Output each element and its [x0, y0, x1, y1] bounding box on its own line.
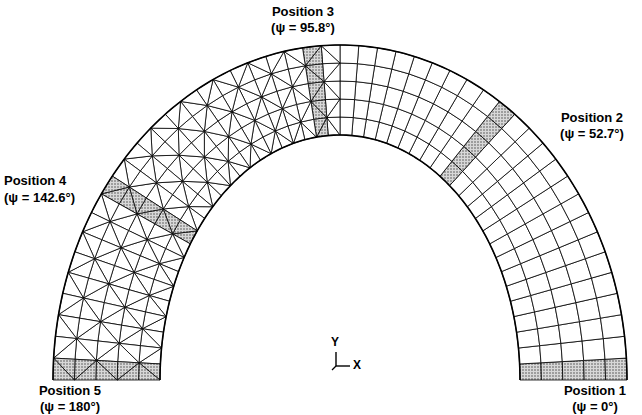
position-label: (ψ = 95.8°) — [243, 20, 363, 35]
mesh-element — [96, 360, 117, 380]
position-label: Position 3 — [243, 4, 363, 19]
mesh-element — [118, 343, 139, 362]
mesh-element — [562, 360, 584, 380]
mesh-element — [178, 129, 191, 156]
mesh-element — [584, 359, 606, 380]
mesh-element — [142, 312, 166, 329]
mesh-element — [54, 358, 75, 380]
mesh-element — [340, 45, 359, 64]
mesh-element — [77, 318, 101, 338]
mesh-element — [323, 63, 340, 82]
mesh-element — [324, 81, 340, 99]
inner-boundary — [160, 135, 520, 380]
position-label: (ψ = 0°) — [535, 399, 642, 414]
mesh-element — [355, 82, 372, 102]
mesh-element — [580, 318, 604, 341]
mesh-element — [520, 363, 542, 380]
mesh-element — [140, 329, 161, 348]
mesh-element — [600, 315, 624, 339]
axis-triad — [332, 352, 350, 370]
position-label: Position 5 — [10, 383, 130, 398]
mesh-element — [369, 84, 388, 105]
axis-label: X — [353, 358, 361, 373]
position-label: Position 1 — [535, 383, 642, 398]
mesh-element — [357, 46, 377, 66]
mesh-element — [96, 341, 119, 360]
mesh-element — [74, 359, 96, 380]
position-label: (ψ = 142.6°) — [4, 190, 75, 205]
mesh-element — [119, 325, 142, 343]
position-label: Position 2 — [532, 110, 642, 125]
mesh-element — [101, 176, 129, 194]
mesh-element — [54, 336, 77, 358]
mesh-element — [325, 99, 340, 118]
mesh-element — [139, 346, 162, 363]
mesh-element — [75, 339, 96, 361]
mesh-element — [352, 118, 367, 138]
mesh-element — [561, 341, 584, 362]
outer-boundary — [53, 45, 627, 380]
mesh-element — [518, 346, 541, 364]
mesh-element — [541, 362, 563, 380]
position-label: (ψ = 52.7°) — [532, 126, 642, 141]
mesh-element — [321, 45, 340, 63]
mesh-element — [151, 128, 165, 156]
mesh-element — [582, 339, 605, 361]
position-label: (ψ = 180°) — [10, 399, 130, 414]
mesh-element — [151, 114, 179, 128]
mesh-element — [139, 363, 160, 380]
mesh-element — [340, 117, 353, 136]
mesh-element — [96, 360, 117, 380]
mesh-element — [603, 336, 626, 359]
mesh-element — [540, 343, 563, 362]
mesh-element — [340, 99, 355, 118]
mesh-element — [324, 82, 340, 100]
mesh-element — [139, 363, 160, 380]
mesh-element — [356, 64, 375, 84]
mesh-element — [327, 117, 340, 135]
mesh-element — [340, 63, 357, 82]
mesh-element — [303, 46, 322, 66]
mesh-element — [340, 81, 356, 100]
mesh-element — [327, 118, 340, 136]
mesh-element — [353, 100, 369, 120]
position-label: Position 4 — [4, 173, 66, 188]
axis-label: Y — [331, 335, 339, 350]
mesh-element — [321, 46, 340, 64]
mesh-element — [100, 303, 124, 322]
mesh-element — [53, 358, 74, 380]
mesh-element — [117, 362, 139, 380]
mesh-element — [204, 131, 216, 157]
mesh-element — [228, 137, 239, 162]
mesh-element — [305, 64, 324, 82]
mesh-element — [98, 322, 119, 344]
mesh-element — [605, 358, 627, 380]
mesh-element — [124, 143, 152, 159]
